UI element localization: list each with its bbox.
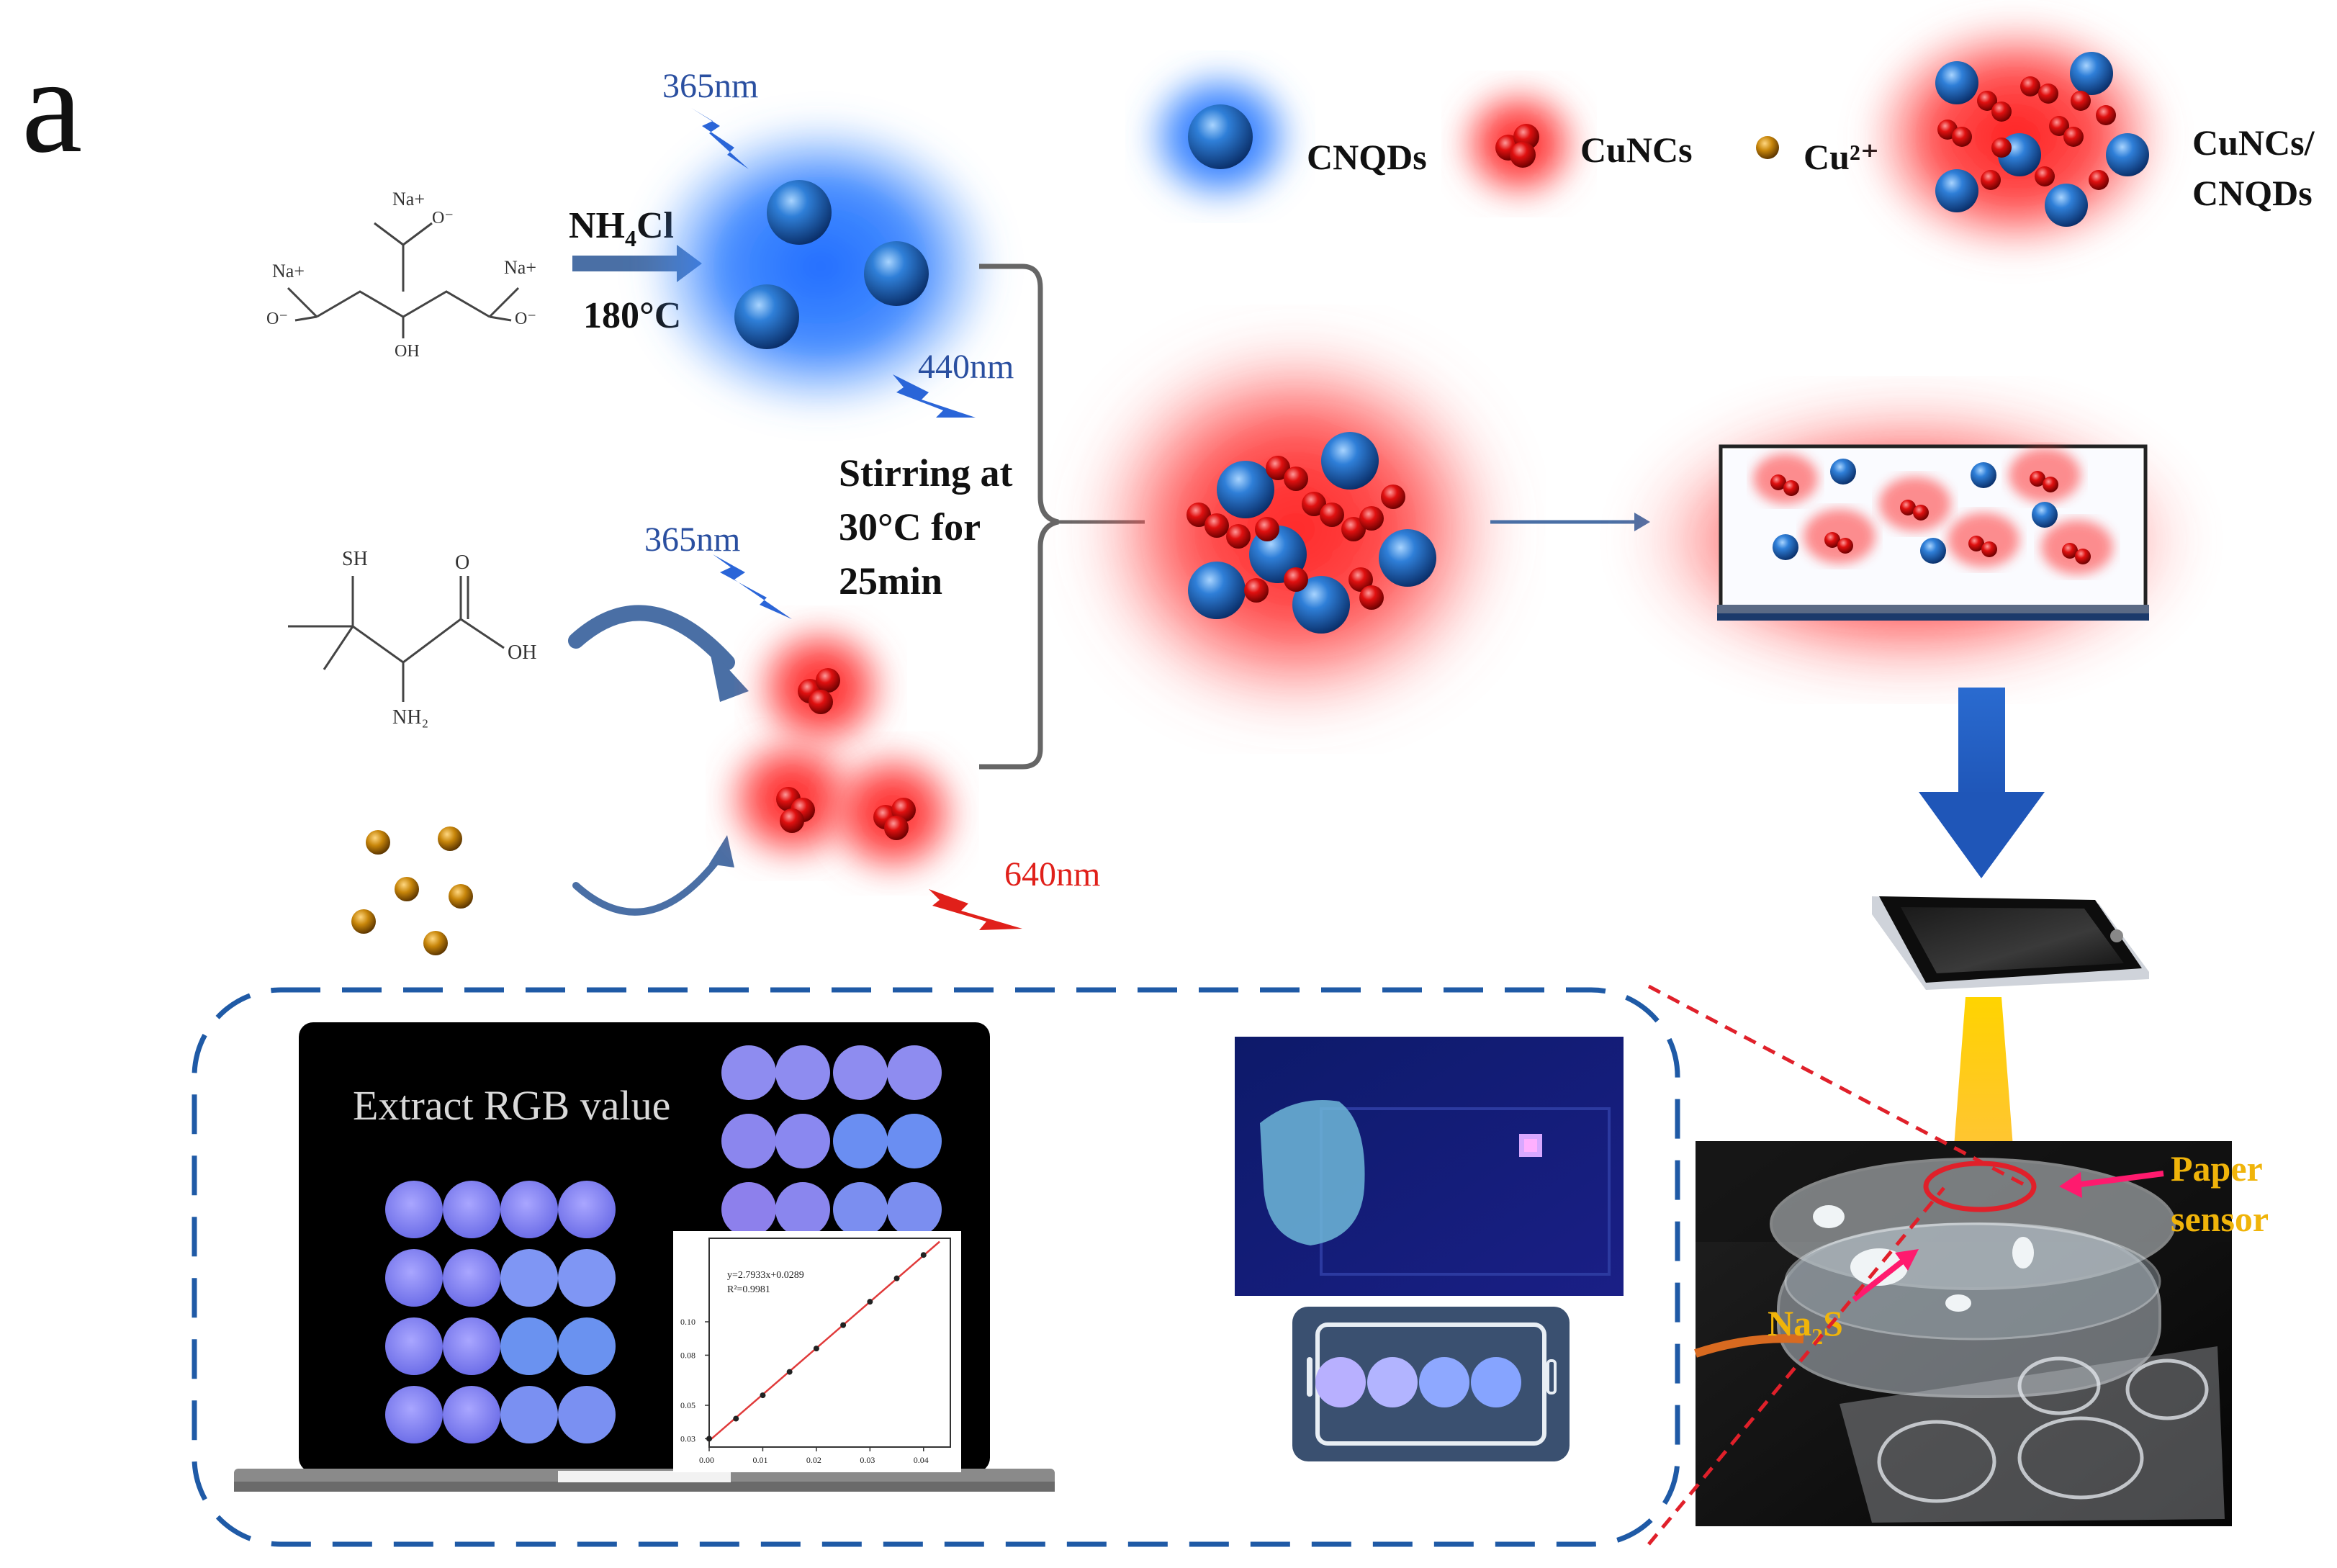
uv-lightning-top [691, 108, 749, 169]
data-point [760, 1392, 766, 1399]
x-tick-label: 0.02 [806, 1455, 821, 1465]
rgb-dot-grid-top [721, 1045, 942, 1237]
sensor-highlight-ring [1923, 1161, 2037, 1212]
light-beam [1951, 997, 2016, 1184]
citrate-o-minus-right: O⁻ [515, 310, 536, 328]
regression-equation: y=2.7933x+0.0289 [727, 1270, 804, 1281]
uv-lightning-bottom [713, 554, 792, 619]
citrate-o-minus-left: O⁻ [266, 310, 288, 328]
y-tick-label: 0.05 [680, 1400, 695, 1410]
blue-emission-lightning [893, 374, 976, 418]
legend-composite-label-line2: CNQDs [2192, 173, 2313, 213]
uv-plate-photo [1235, 1037, 1624, 1296]
emission-label-blue: 440nm [918, 348, 1014, 386]
legend-cuncs-label: CuNCs [1580, 130, 1693, 170]
zoom-line-bottom [1647, 1186, 1945, 1546]
sensor-pointer-arrow [2080, 1171, 2164, 1187]
data-point [867, 1299, 873, 1305]
panel-label: a [22, 30, 82, 181]
stirring-condition-line2: 30°C for [839, 505, 981, 549]
paper-sensor-label-line2: sensor [2171, 1199, 2269, 1239]
excitation-label-bottom: 365nm [644, 521, 740, 559]
composite-cluster [1087, 342, 1505, 716]
y-tick-label: 0.10 [680, 1317, 695, 1327]
analysis-phone [1292, 1307, 1570, 1461]
penicillamine-sh: SH [342, 548, 368, 570]
data-point [920, 1252, 927, 1258]
mixing-bracket [979, 263, 1059, 770]
legend-composite-label-line1: CuNCs/ [2192, 122, 2315, 163]
arrow-to-phone [1919, 688, 2045, 878]
composite-cuncs [1186, 456, 1405, 610]
extract-rgb-label: Extract RGB value [353, 1082, 670, 1129]
y-tick-label: 0.08 [680, 1350, 695, 1360]
zoom-line-top [1647, 984, 2032, 1190]
rgb-dot-grid-left [385, 1181, 616, 1443]
cuncs-cluster [720, 619, 965, 882]
sodium-citrate-structure [287, 222, 520, 338]
fit-line [708, 1240, 940, 1442]
regression-r-squared: R²=0.9981 [727, 1284, 770, 1295]
smartphone [1872, 896, 2149, 990]
plot-frame [708, 1238, 951, 1448]
curved-arrow-top-head [709, 648, 749, 702]
calibration-chart: 0.00 0.01 0.02 0.03 0.04 0.10 0.08 0.05 0.03 y=2… [673, 1231, 961, 1472]
cnqds-cluster [641, 115, 1001, 418]
citrate-oh: OH [395, 342, 420, 361]
y-tick-label: 0.03 [680, 1433, 695, 1443]
penicillamine-oh: OH [508, 641, 536, 664]
red-emission-lightning [929, 889, 1022, 930]
stirring-condition-line1: Stirring at [839, 451, 1012, 495]
citrate-na-right: Na+ [504, 257, 536, 278]
penicillamine-nh2: NH₂ [392, 706, 428, 729]
paper-sensor-label-line1: Paper [2171, 1148, 2263, 1189]
penicillamine-o: O [455, 551, 469, 574]
curved-arrow-bottom [572, 853, 724, 916]
data-point [733, 1415, 739, 1422]
calibration-plot-area: 0.00 0.01 0.02 0.03 0.04 0.10 0.08 0.05 0.03 [680, 1238, 951, 1465]
citrate-o-minus-top: O⁻ [432, 209, 454, 227]
legend-cnqds-label: CNQDs [1307, 137, 1427, 177]
x-tick-label: 0.04 [914, 1455, 929, 1465]
curved-arrow-bottom-head [709, 835, 734, 868]
emission-label-red: 640nm [1004, 855, 1100, 893]
composite-film [1634, 403, 2189, 677]
arrow-to-film [1490, 513, 1650, 531]
legend-cnqds [1141, 65, 1300, 209]
data-point [786, 1369, 793, 1375]
data-point [840, 1322, 847, 1328]
legend-composite [1861, 14, 2171, 259]
x-tick-label: 0.01 [752, 1455, 767, 1465]
curved-arrow-top [568, 605, 735, 670]
x-tick-label: 0.00 [699, 1455, 714, 1465]
citrate-na-top: Na+ [392, 189, 425, 209]
legend-cuncs [1454, 83, 1584, 205]
penicillamine-structure [288, 576, 505, 702]
x-tick-label: 0.03 [860, 1455, 875, 1465]
stirring-condition-line3: 25min [839, 559, 942, 603]
legend-cu-ion [1756, 136, 1779, 159]
citrate-na-left: Na+ [272, 261, 305, 281]
cu-ion-group [351, 826, 473, 955]
data-point [893, 1275, 900, 1281]
data-point [813, 1346, 819, 1352]
data-point [706, 1436, 712, 1442]
na2s-pointer-arrow [1852, 1257, 1906, 1302]
excitation-label-top: 365nm [662, 67, 758, 105]
device-photo [1694, 1141, 2232, 1526]
